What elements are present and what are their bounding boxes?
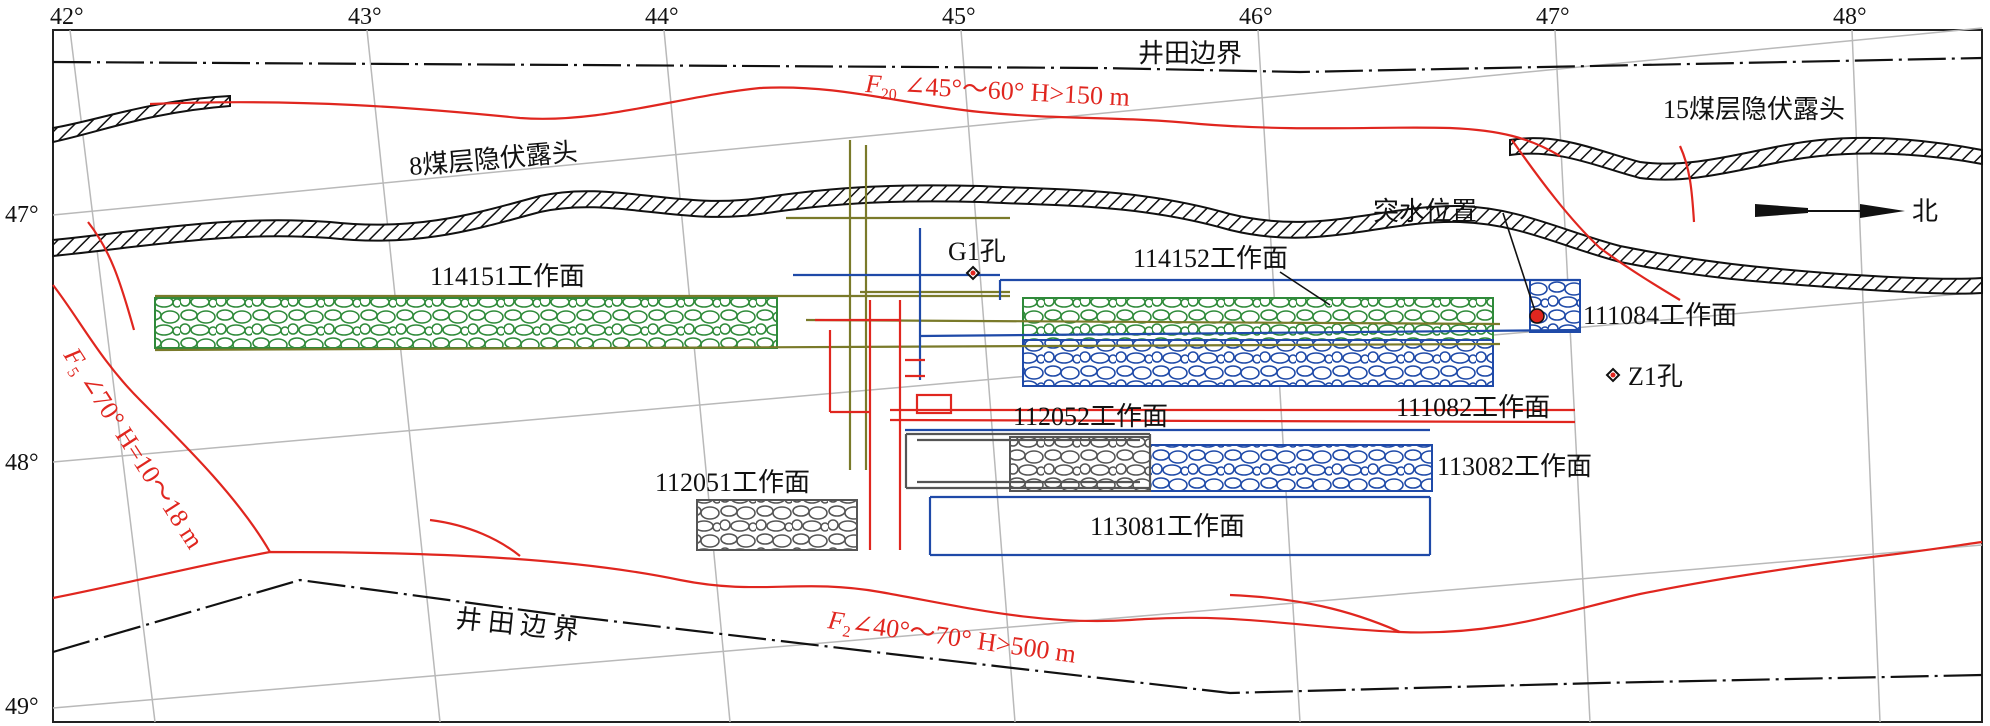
coord-top-46: 46° <box>1239 4 1273 30</box>
workfaces <box>154 279 1581 551</box>
workface-112052-label: 112052工作面 <box>1013 402 1168 431</box>
borehole-g1-label: G1孔 <box>948 237 1006 266</box>
red-roadways <box>815 300 1576 550</box>
borehole-g1 <box>965 265 981 281</box>
fault-f5-label: F5 ∠70° H=10～18 m <box>54 342 209 556</box>
mine-boundary <box>52 56 1983 695</box>
gray-roadways <box>904 432 1152 490</box>
left-coordinates: 47° 48° 49° <box>5 202 39 720</box>
workface-113082-label: 113082工作面 <box>1437 452 1592 481</box>
boundary-label-bottom: 井 田 边 界 <box>454 604 580 646</box>
coord-top-44: 44° <box>645 4 679 30</box>
coord-top-48: 48° <box>1833 4 1867 30</box>
coord-left-49: 49° <box>5 694 39 720</box>
seam8-outcrop-label: 8煤层隐伏露头 <box>408 137 579 181</box>
fault-f2-label: F2∠40°～70° H>500 m <box>825 605 1078 673</box>
fault-f20-label: F20 ∠45°～60° H>150 m <box>863 69 1130 116</box>
roadways <box>154 140 1581 557</box>
north-arrow-icon <box>1755 204 1905 218</box>
fault-f20-name: F <box>864 69 883 99</box>
workface-112051-label: 112051工作面 <box>655 468 810 497</box>
workface-111084-label: 111084工作面 <box>1583 301 1737 330</box>
workface-114152-label: 114152工作面 <box>1133 244 1288 273</box>
seam15-outcrop-band <box>1509 136 1983 181</box>
workface-114151 <box>154 297 778 349</box>
workface-111082-label: 111082工作面 <box>1396 393 1550 422</box>
workface-111082 <box>1022 339 1494 387</box>
workface-114151-label: 114151工作面 <box>430 262 585 291</box>
workface-112051 <box>696 499 858 551</box>
water-inrush-label: 突水位置 <box>1373 197 1477 226</box>
fault-lines <box>52 86 1983 634</box>
fault-f20-branch2 <box>1678 145 1696 223</box>
seam8-outcrop-band-left <box>52 94 231 144</box>
fault-f2-name: F <box>825 605 847 636</box>
borehole-z1-label: Z1孔 <box>1628 362 1683 391</box>
fault-f2-line <box>52 540 1983 634</box>
boundary-label-top: 井田边界 <box>1138 39 1242 68</box>
fault-f2-branch <box>429 518 521 557</box>
north-label: 北 <box>1912 197 1938 226</box>
top-coordinates: 42° 43° 44° 45° 46° 47° 48° <box>50 4 1867 30</box>
blue-roadways <box>793 228 1581 557</box>
olive-roadways <box>154 140 1501 470</box>
fault-f2-branch2 <box>1229 593 1401 634</box>
fault-f20-line <box>149 86 1561 157</box>
fault-f2-sub: 2 <box>841 623 851 641</box>
coord-top-42: 42° <box>50 4 84 30</box>
water-inrush-point-icon <box>1529 308 1545 324</box>
coord-left-47: 47° <box>5 202 39 228</box>
workface-113081-label: 113081工作面 <box>1090 512 1245 541</box>
fault-f20-sub: 20 <box>880 86 897 104</box>
workface-111084 <box>1529 279 1581 333</box>
leader-lines <box>1279 212 1537 315</box>
coord-left-48: 48° <box>5 450 39 476</box>
seam15-outcrop-label: 15煤层隐伏露头 <box>1663 95 1845 124</box>
coord-top-43: 43° <box>348 4 382 30</box>
coord-top-47: 47° <box>1536 4 1570 30</box>
coord-top-45: 45° <box>942 4 976 30</box>
fault-f5-line2 <box>52 284 271 553</box>
seam8-outcrop-band <box>52 184 1983 295</box>
fault-f20-branch <box>1511 139 1681 301</box>
coordinate-grid <box>52 27 1983 723</box>
borehole-z1 <box>1605 367 1621 383</box>
seam-outcrop-bands <box>52 94 1983 295</box>
fault-f5-line <box>87 221 136 331</box>
map-frame <box>52 29 1983 723</box>
